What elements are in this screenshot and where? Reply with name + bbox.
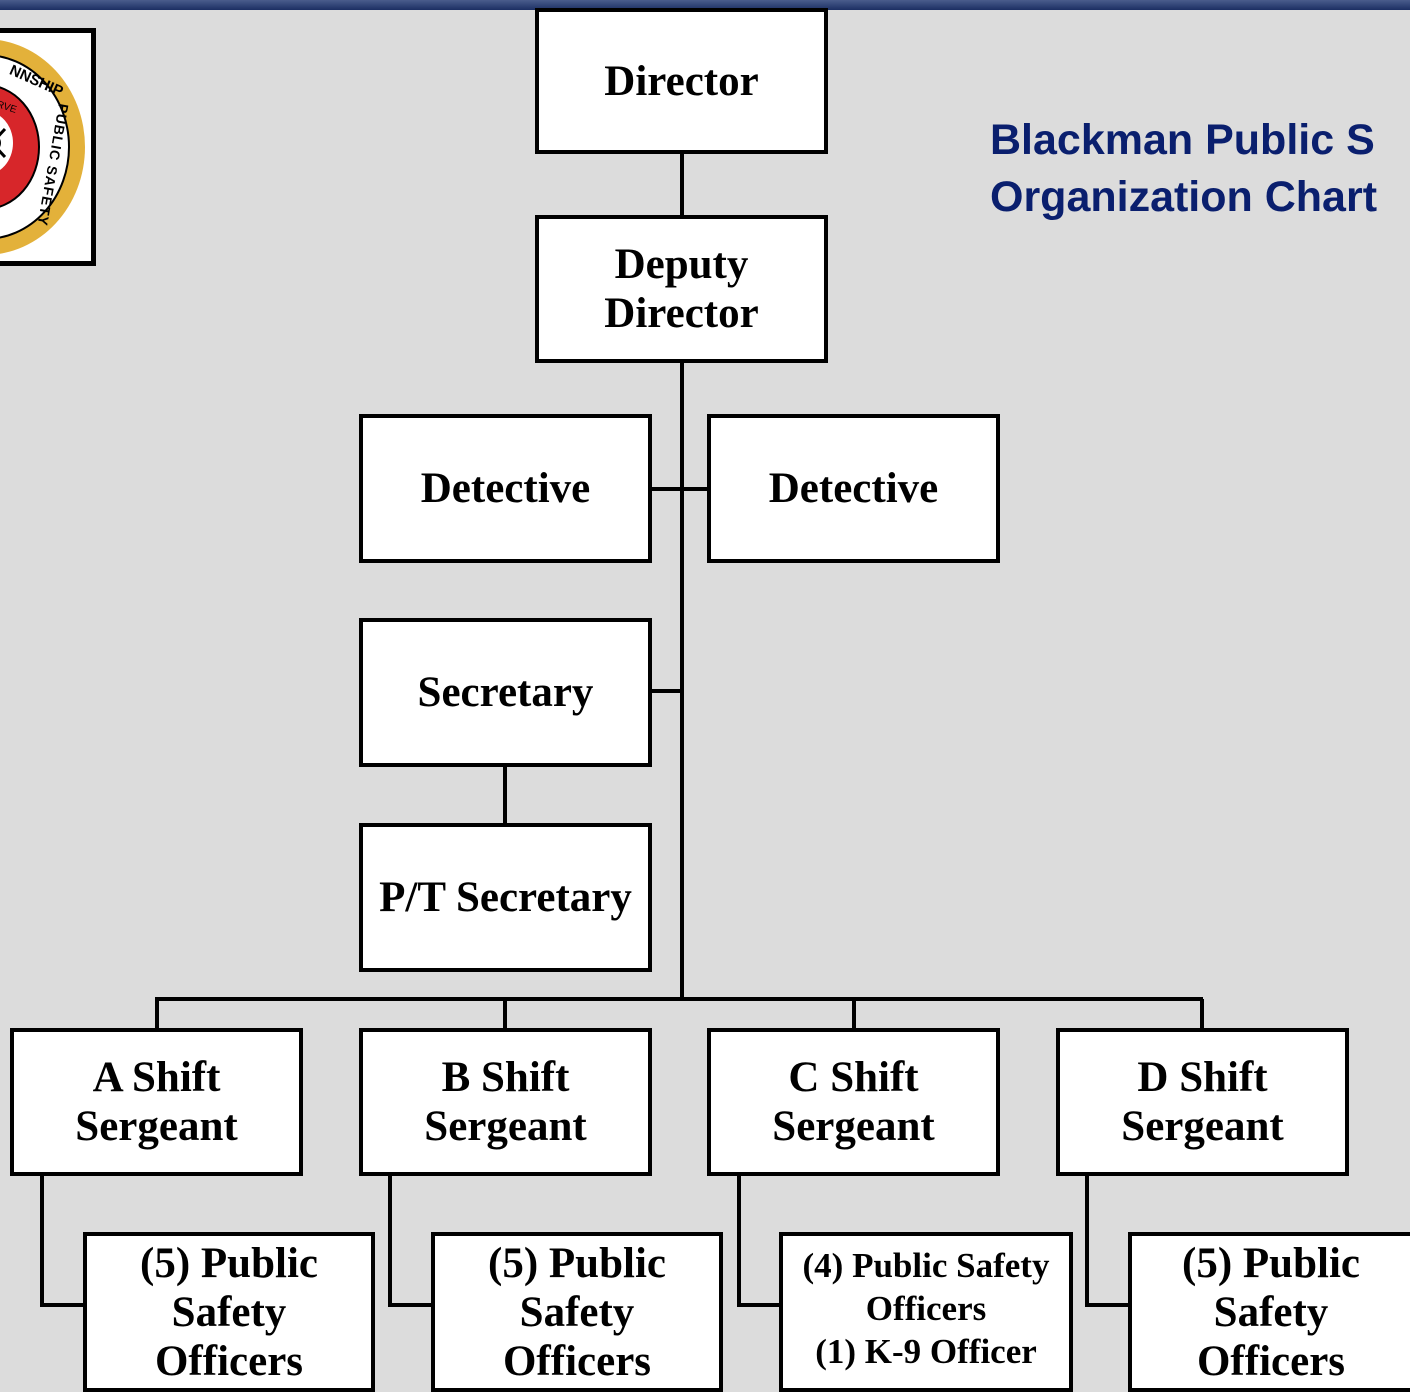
node-a-shift-officers: (5) Public Safety Officers	[83, 1232, 375, 1392]
node-detective-left: Detective	[359, 414, 652, 563]
top-border-bar	[0, 0, 1410, 10]
node-c-shift-sergeant: C Shift Sergeant	[707, 1028, 1000, 1176]
chart-title: Blackman Public S Organization Chart	[990, 112, 1377, 226]
department-patch-logo: NNSHIP ERVE E PUBLIC SAFETY	[0, 28, 96, 266]
node-d-shift-officers: (5) Public Safety Officers	[1128, 1232, 1410, 1392]
node-deputy-director: Deputy Director	[535, 215, 828, 363]
department-patch-icon: NNSHIP ERVE E PUBLIC SAFETY	[0, 40, 85, 254]
node-d-shift-sergeant: D Shift Sergeant	[1056, 1028, 1349, 1176]
node-b-shift-sergeant: B Shift Sergeant	[359, 1028, 652, 1176]
node-b-shift-officers: (5) Public Safety Officers	[431, 1232, 723, 1392]
edge-d-sergeant-officers	[1085, 1173, 1131, 1307]
node-pt-secretary: P/T Secretary	[359, 823, 652, 972]
title-line-2: Organization Chart	[990, 173, 1378, 221]
edge-b-sergeant-officers	[388, 1173, 434, 1307]
node-detective-right: Detective	[707, 414, 1000, 563]
node-c-shift-officers: (4) Public Safety Officers (1) K-9 Offic…	[779, 1232, 1073, 1392]
node-a-shift-sergeant: A Shift Sergeant	[10, 1028, 303, 1176]
node-secretary: Secretary	[359, 618, 652, 767]
edge-a-sergeant-officers	[40, 1173, 86, 1307]
edge-c-sergeant-officers	[737, 1173, 782, 1307]
title-line-1: Blackman Public S	[990, 116, 1375, 164]
node-director: Director	[535, 8, 828, 154]
